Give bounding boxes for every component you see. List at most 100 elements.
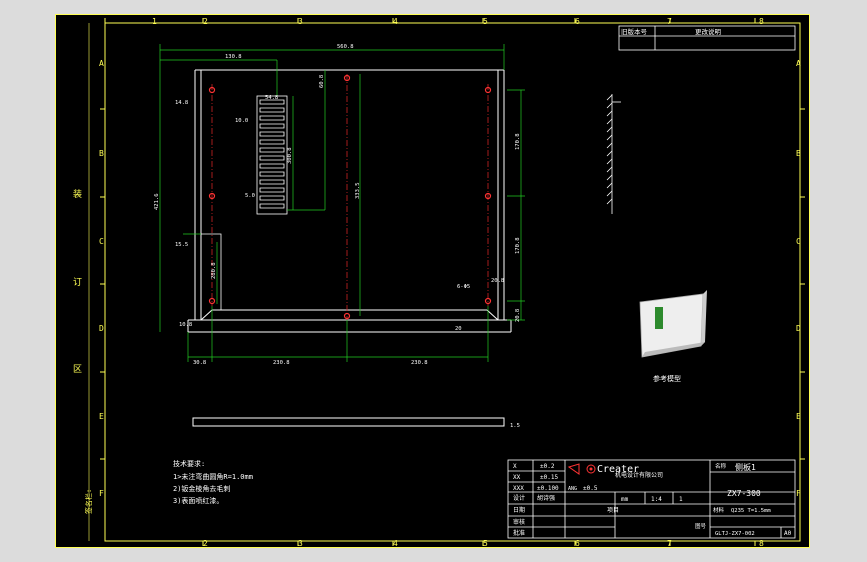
svg-text:批准: 批准 [513,529,525,537]
zone-ticks [100,18,805,546]
svg-text:170.8: 170.8 [515,133,521,150]
cad-drawing: 1 2 3 4 5 6 7 8 2 3 4 5 6 7 8 A B C D E … [55,14,810,548]
svg-text:C: C [796,237,801,246]
svg-text:图号: 图号 [695,522,707,530]
svg-text:A0: A0 [784,530,792,537]
zone-labels: 1 2 3 4 5 6 7 8 2 3 4 5 6 7 8 A B C D E … [99,17,801,548]
svg-text:ZX7-300: ZX7-300 [727,489,761,498]
svg-text:±0.2: ±0.2 [540,463,555,470]
reference-model-label: 参考模型 [653,374,681,383]
svg-text:审核: 审核 [513,518,525,526]
svg-text:20: 20 [455,326,462,332]
reference-model [639,290,707,358]
svg-text:GLTJ-ZX7-002: GLTJ-ZX7-002 [715,531,755,537]
svg-text:54.8: 54.8 [265,95,278,101]
svg-text:区: 区 [73,364,82,375]
svg-text:3)表面喷红漆。: 3)表面喷红漆。 [173,496,223,505]
svg-text:1:4: 1:4 [651,496,662,503]
svg-text:F: F [796,489,801,498]
svg-text:60.8: 60.8 [319,75,325,88]
svg-text:±0.15: ±0.15 [540,474,558,481]
svg-text:E: E [796,412,801,421]
svg-text:技术要求:: 技术要求: [173,459,205,468]
mounting-holes [208,74,492,320]
svg-text:B: B [796,149,801,158]
side-view [606,94,621,214]
svg-text:日期: 日期 [513,506,525,514]
svg-text:421.6: 421.6 [154,193,160,210]
svg-text:2)钣金棱角去毛刺: 2)钣金棱角去毛刺 [173,484,230,493]
svg-text:名称: 名称 [715,462,727,470]
louver-slots [256,95,288,215]
svg-text:5: 5 [483,17,488,26]
svg-text:6: 6 [575,17,580,26]
svg-text:XXX: XXX [513,485,524,492]
svg-text:20.8: 20.8 [491,278,504,284]
svg-text:侧板1: 侧板1 [735,462,756,472]
svg-text:订: 订 [73,277,82,288]
svg-text:设计: 设计 [513,494,525,502]
svg-text:230.8: 230.8 [273,360,290,366]
dimension-texts: 560.8 130.8 60.8 421.6 333.5 170.8 170.8… [154,44,521,429]
svg-text:F: F [99,489,104,498]
company-logo [567,463,596,475]
svg-text:2: 2 [203,539,208,548]
drawing-sheet: 1 2 3 4 5 6 7 8 2 3 4 5 6 7 8 A B C D E … [55,14,810,548]
svg-text:±0.100: ±0.100 [537,485,559,492]
binding-labels: 装 订 区 签名栏: [73,188,93,514]
svg-text:D: D [99,324,104,333]
svg-text:±0.5: ±0.5 [583,485,598,492]
svg-text:7: 7 [667,17,672,26]
revision-col1: 旧版本号 [621,27,648,36]
svg-text:4: 4 [393,539,398,548]
svg-text:10.8: 10.8 [179,322,192,328]
left-notch [201,233,222,310]
svg-text:6-Φ5: 6-Φ5 [457,284,470,290]
svg-text:B: B [99,149,104,158]
svg-text:A: A [99,59,104,68]
svg-text:1: 1 [679,496,683,503]
svg-text:5.0: 5.0 [245,193,255,199]
svg-text:装: 装 [73,188,82,200]
svg-text:ANG: ANG [568,486,577,492]
svg-text:A: A [796,59,801,68]
svg-text:1>未注弯曲圆角R=1.0mm: 1>未注弯曲圆角R=1.0mm [173,472,253,481]
outer-border [55,14,810,548]
revision-table [618,25,796,51]
svg-text:材料: 材料 [713,506,725,514]
svg-text:170.8: 170.8 [515,237,521,254]
dimension-lines [159,44,525,362]
svg-text:胡诗强: 胡诗强 [537,494,555,502]
bottom-strip-view [192,417,505,427]
svg-text:C: C [99,237,104,246]
signature-label: 签名栏: [84,489,93,514]
inner-border [104,22,801,542]
svg-text:280.8: 280.8 [211,262,217,279]
svg-text:333.5: 333.5 [355,182,361,199]
svg-text:10.0: 10.0 [235,118,248,124]
svg-text:6: 6 [575,539,580,548]
svg-text:XX: XX [513,474,521,481]
svg-text:2: 2 [203,17,208,26]
centerlines [211,74,489,320]
company-name: Creater [597,464,639,475]
zone-col-top: 1 [152,17,157,26]
svg-text:560.8: 560.8 [337,44,354,50]
svg-text:130.8: 130.8 [225,54,242,60]
svg-text:Q235 T=1.5mm: Q235 T=1.5mm [731,508,771,514]
svg-text:8: 8 [759,539,764,548]
svg-text:项目: 项目 [607,507,619,514]
title-block [507,459,796,539]
svg-text:14.8: 14.8 [175,100,188,106]
svg-text:15.5: 15.5 [175,242,188,248]
title-block-texts: X ±0.2 XX ±0.15 XXX ±0.100 ANG ±0.5 设计 胡… [513,462,792,537]
svg-text:D: D [796,324,801,333]
svg-text:300.8: 300.8 [287,147,293,164]
svg-text:mm: mm [621,496,629,503]
svg-text:8: 8 [759,17,764,26]
company-subname: 机电设计有限公司 [615,471,663,479]
revision-col2: 更改说明 [695,27,722,36]
svg-text:X: X [513,463,517,470]
svg-text:1.5: 1.5 [510,423,520,429]
svg-text:7: 7 [667,539,672,548]
